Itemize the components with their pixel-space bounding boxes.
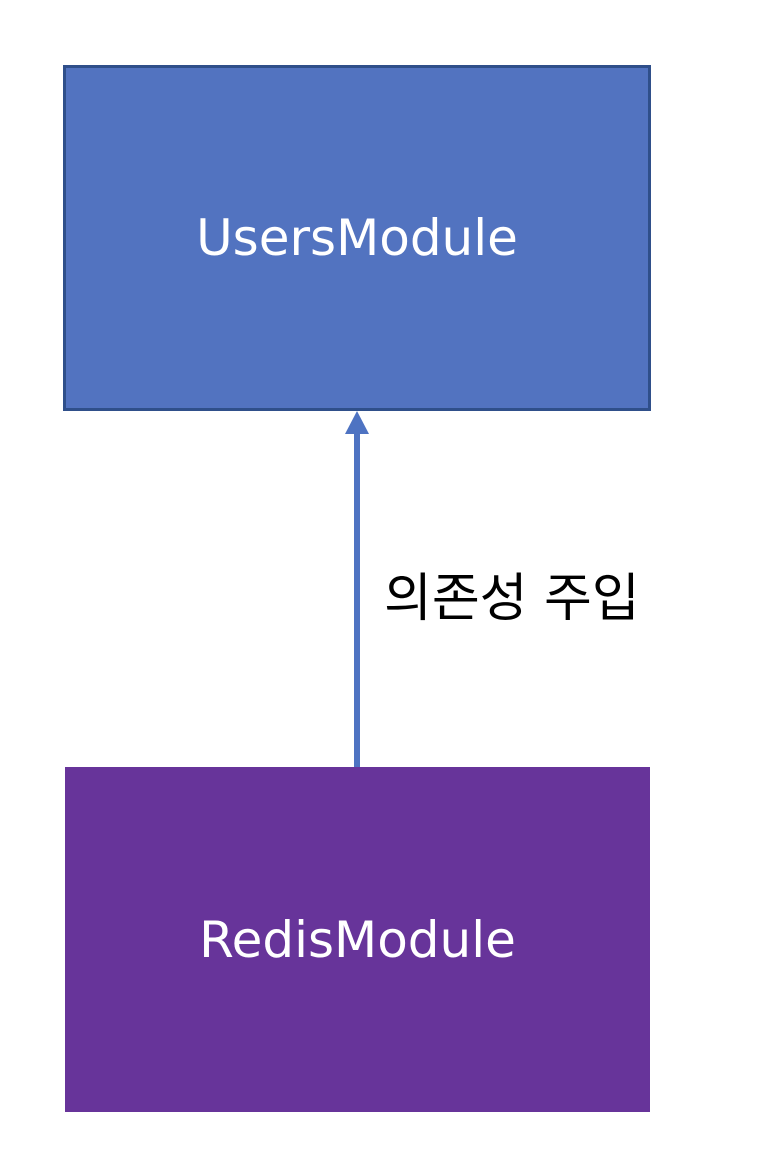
redis-module-label: RedisModule — [199, 910, 516, 969]
dependency-arrow-head — [345, 411, 369, 434]
users-module-node: UsersModule — [63, 65, 651, 411]
dependency-injection-label: 의존성 주입 — [384, 569, 640, 629]
users-module-label: UsersModule — [196, 209, 518, 267]
redis-module-node: RedisModule — [65, 767, 650, 1112]
